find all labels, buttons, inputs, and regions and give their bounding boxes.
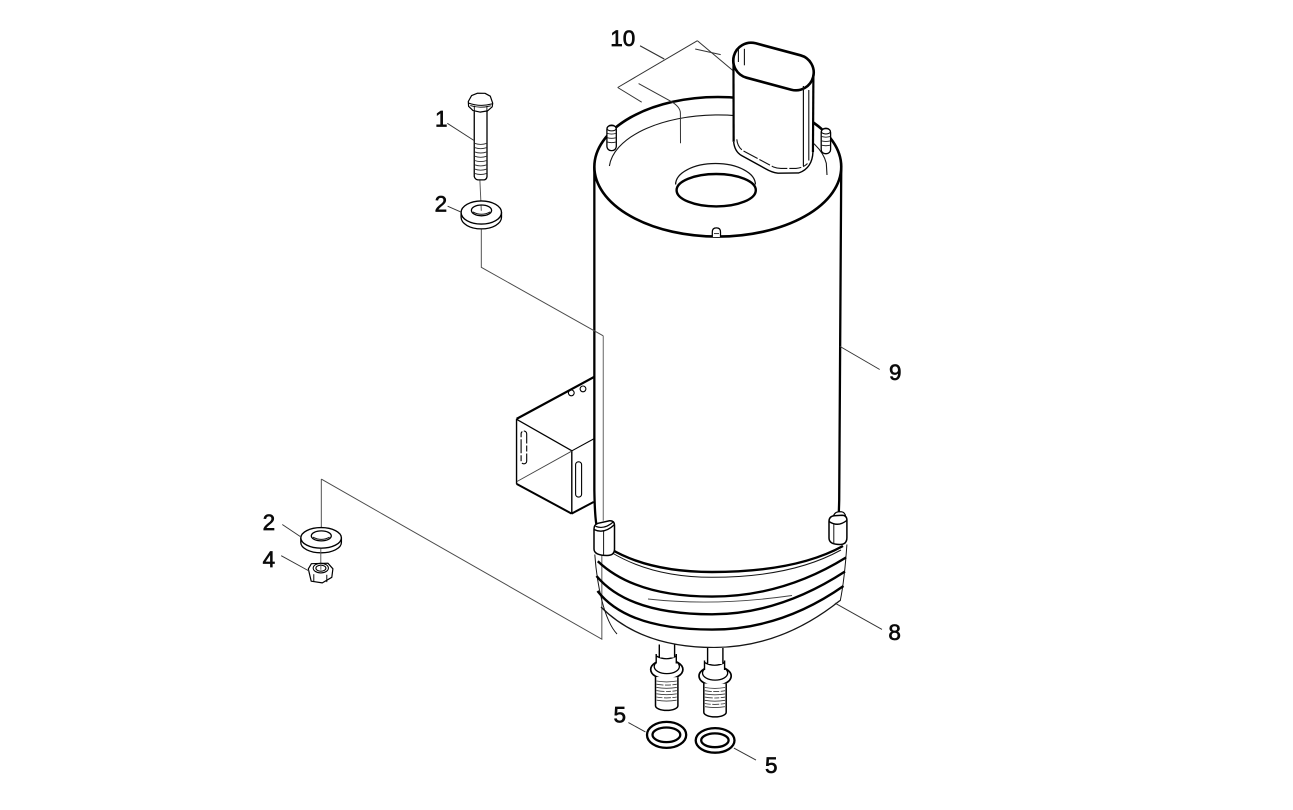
svg-text:5: 5: [765, 753, 778, 778]
svg-text:4: 4: [263, 547, 276, 572]
svg-text:9: 9: [889, 360, 902, 385]
svg-text:10: 10: [610, 26, 635, 51]
svg-text:1: 1: [435, 107, 448, 132]
svg-text:5: 5: [614, 703, 627, 728]
svg-text:8: 8: [888, 620, 901, 645]
svg-text:2: 2: [435, 191, 448, 216]
svg-text:2: 2: [263, 510, 276, 535]
